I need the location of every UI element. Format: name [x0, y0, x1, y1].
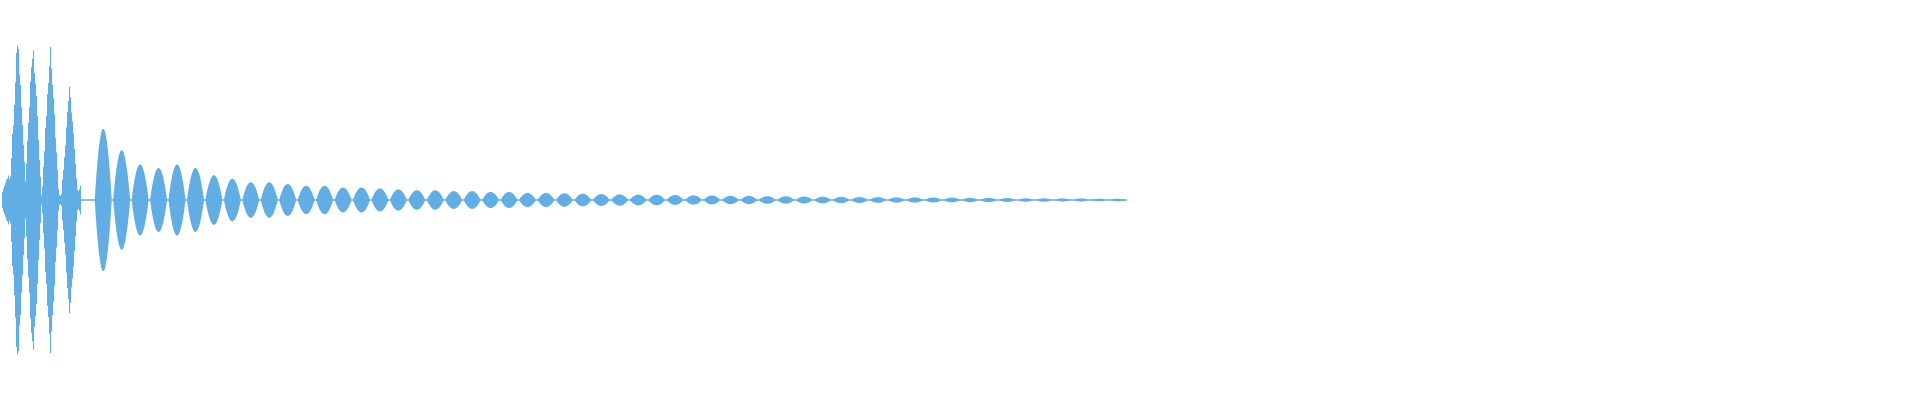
center-line — [2, 199, 1128, 201]
waveform-shapes — [2, 45, 1128, 355]
